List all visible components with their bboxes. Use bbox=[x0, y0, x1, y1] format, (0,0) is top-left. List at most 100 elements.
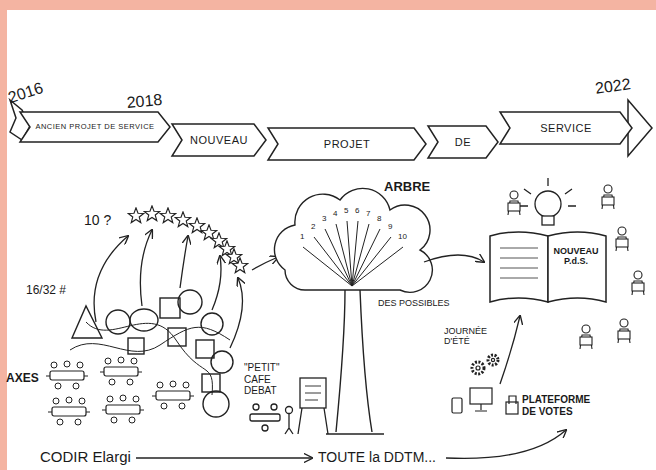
tree-trunk bbox=[336, 290, 345, 432]
side-label: AXES bbox=[6, 372, 39, 386]
tree-title: ARBRE bbox=[384, 180, 430, 195]
flipchart-legs bbox=[298, 408, 328, 434]
callout-label: 16/32 # bbox=[26, 284, 66, 298]
idea-arrows bbox=[94, 230, 278, 348]
page-scribble bbox=[500, 278, 538, 279]
timeline-segment: SERVICE bbox=[500, 112, 632, 144]
person-head bbox=[262, 425, 268, 431]
branch-number: 7 bbox=[366, 209, 370, 218]
star bbox=[128, 208, 143, 223]
tree bbox=[274, 188, 432, 434]
flow-arrow bbox=[424, 255, 484, 262]
reader-figure bbox=[618, 319, 630, 343]
star bbox=[175, 212, 190, 227]
branch bbox=[303, 247, 352, 286]
triangle-shape bbox=[72, 306, 102, 338]
circle-shape bbox=[178, 290, 202, 314]
node-text: NOUVEAU bbox=[190, 134, 248, 147]
person-body bbox=[285, 414, 293, 434]
chevron-band bbox=[172, 124, 266, 156]
branch-number: 3 bbox=[322, 214, 326, 223]
cafe-table bbox=[250, 414, 280, 421]
light-bulb bbox=[520, 178, 576, 225]
branch-number: 4 bbox=[333, 209, 337, 218]
branch bbox=[352, 237, 391, 286]
branch-number: 8 bbox=[377, 214, 381, 223]
tangle-line bbox=[70, 327, 230, 351]
text-holder: NOUVEAU bbox=[190, 134, 248, 147]
table-group bbox=[152, 381, 194, 409]
table-group bbox=[46, 361, 88, 389]
branch bbox=[347, 221, 352, 286]
star bbox=[160, 208, 175, 223]
branch-number: 5 bbox=[344, 206, 348, 215]
branch bbox=[352, 247, 403, 286]
timeline-segment: ANCIEN PROJET DE SERVICE bbox=[20, 112, 170, 142]
flow-arrow bbox=[136, 457, 312, 458]
monitor-stand bbox=[475, 404, 487, 411]
flow-arrow bbox=[212, 256, 221, 310]
text-holder: PROJET bbox=[324, 138, 370, 151]
reader-figure bbox=[632, 271, 644, 295]
text-holder: ANCIEN PROJET DE SERVICE bbox=[35, 123, 154, 132]
year-label: 2016 bbox=[6, 79, 46, 107]
gear-hub bbox=[491, 358, 494, 361]
square-shape bbox=[160, 298, 180, 318]
reader-figure bbox=[580, 325, 592, 349]
node-text: DE bbox=[455, 136, 471, 149]
tree-subtitle: DES POSSIBLES bbox=[378, 298, 450, 308]
circle-shape bbox=[201, 313, 223, 335]
timeline-segment: PROJET bbox=[268, 128, 426, 160]
flow-label: TOUTE la DDTM... bbox=[318, 449, 436, 465]
gear-hub bbox=[476, 366, 480, 370]
branch-number: 2 bbox=[311, 222, 315, 231]
workshop-tables bbox=[46, 357, 194, 425]
flow-arrow bbox=[140, 230, 152, 306]
flipchart-lines bbox=[305, 386, 321, 400]
star bbox=[232, 258, 247, 273]
flow-arrow bbox=[230, 278, 243, 348]
chevron-band bbox=[20, 112, 170, 142]
book-page bbox=[548, 232, 606, 302]
square-shape bbox=[196, 340, 214, 358]
flow-label: CODIR Elargi bbox=[40, 448, 131, 465]
circle-shape bbox=[203, 391, 229, 417]
flipchart bbox=[300, 378, 326, 408]
table-group bbox=[48, 397, 90, 425]
person-head bbox=[286, 407, 293, 414]
node-text: PROJET bbox=[324, 138, 370, 151]
tree-trunk bbox=[360, 290, 372, 432]
ballot-paper bbox=[509, 396, 516, 404]
table-group bbox=[100, 357, 142, 385]
reader-figure bbox=[602, 185, 614, 209]
text-holder: NOUVEAU P.d.S. bbox=[550, 246, 602, 267]
flow-arrow bbox=[500, 316, 520, 384]
devices bbox=[452, 388, 518, 414]
year-label: 2022 bbox=[594, 75, 632, 98]
monitor-icon bbox=[470, 388, 492, 404]
star bbox=[211, 233, 226, 248]
flow-arrow bbox=[94, 236, 128, 322]
oval-shape bbox=[130, 309, 158, 331]
phone-icon bbox=[452, 398, 462, 413]
page-scribble bbox=[500, 258, 538, 259]
book-page bbox=[490, 232, 548, 302]
person-head bbox=[253, 404, 259, 410]
flow-arrow bbox=[446, 430, 566, 458]
node-text: ANCIEN PROJET DE SERVICE bbox=[35, 123, 154, 132]
open-book: NOUVEAU P.d.S. bbox=[488, 228, 608, 306]
table-group bbox=[102, 395, 144, 423]
event-label: JOURNÉE D'ÉTÉ bbox=[444, 326, 498, 347]
branch-number: 10 bbox=[398, 232, 407, 241]
tree-canopy bbox=[274, 188, 432, 292]
bulb-glass bbox=[535, 191, 561, 217]
bulb-rays bbox=[520, 178, 576, 206]
callout-label: 10 ? bbox=[84, 212, 111, 228]
person-head bbox=[271, 404, 277, 410]
book-outline bbox=[488, 228, 608, 306]
gears bbox=[472, 355, 498, 374]
bulb-base bbox=[542, 216, 554, 225]
timeline-segment: NOUVEAU bbox=[172, 124, 266, 156]
